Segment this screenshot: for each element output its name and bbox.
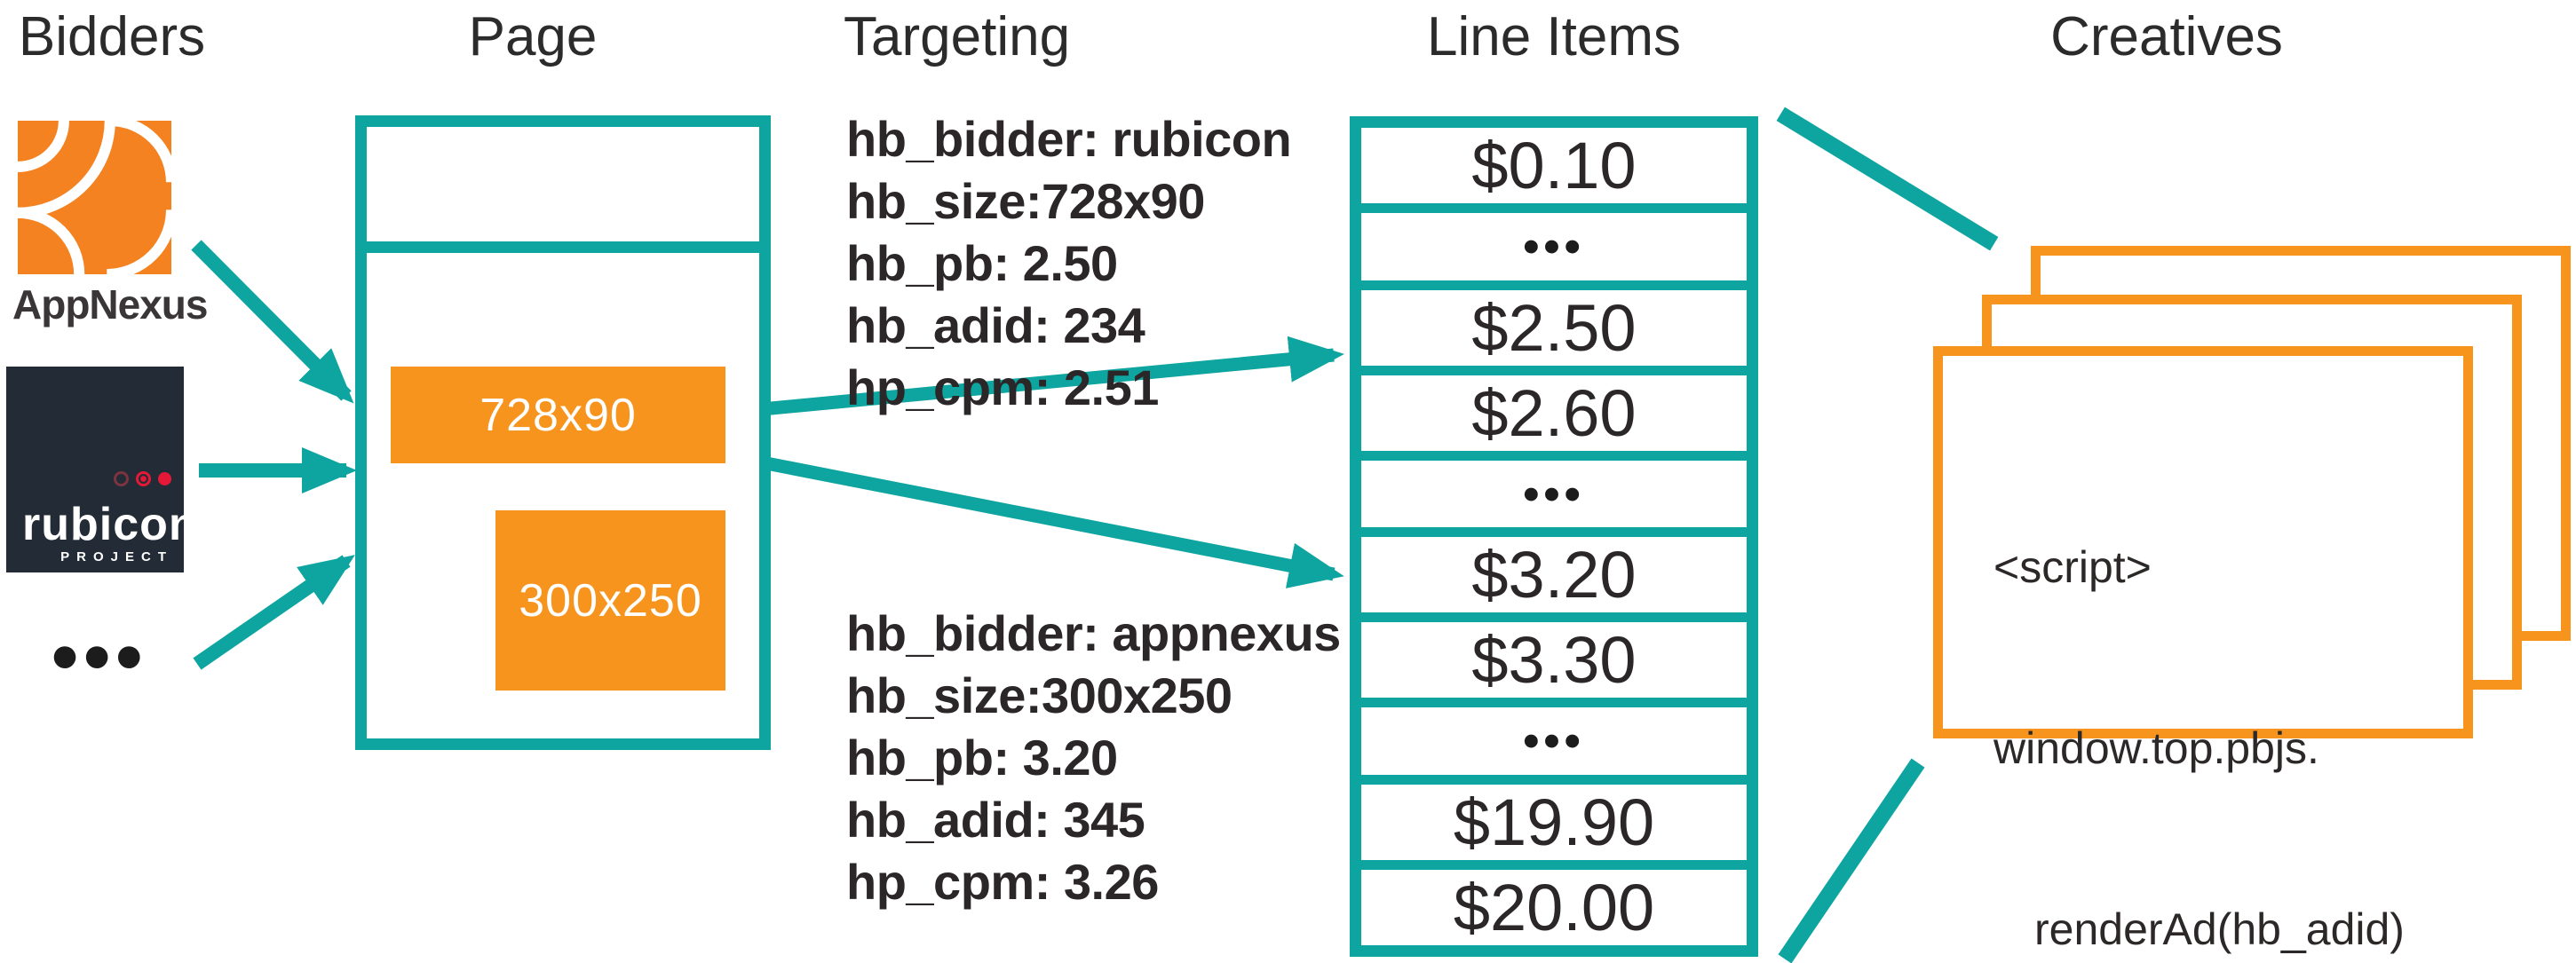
- rubicon-circle-half: [136, 471, 151, 486]
- connector-line-items-to-creatives-bottom: [1778, 758, 1925, 963]
- targeting-kv: hb_size:300x250: [846, 667, 1233, 723]
- targeting-kv: hb_pb: 3.20: [846, 730, 1118, 785]
- code-line: renderAd(hb_adid): [2034, 904, 2405, 954]
- creative-card-front: <script> window.top.pbjs. renderAd(hb_ad…: [1933, 346, 2473, 954]
- code-line: <script>: [1993, 542, 2152, 592]
- line-item-row-ellipsis: •••: [1361, 707, 1747, 776]
- appnexus-label: AppNexus: [12, 281, 208, 328]
- line-item-row: $0.10: [1361, 128, 1747, 203]
- column-header-targeting: Targeting: [844, 6, 1071, 67]
- rubicon-wordmark: rubicon®: [22, 499, 210, 550]
- rubicon-circle-outline: [114, 471, 129, 486]
- line-item-row: $3.30: [1361, 622, 1747, 699]
- targeting-block-appnexus: hb_bidder: appnexus hb_size:300x250 hb_p…: [846, 603, 1343, 913]
- rubicon-registered-mark: ®: [197, 523, 210, 538]
- appnexus-logo: [18, 120, 171, 275]
- page-header-divider: [355, 241, 771, 253]
- column-header-page: Page: [468, 6, 598, 67]
- rubicon-logo-circles: [114, 471, 171, 486]
- creative-render-script: <script> window.top.pbjs. renderAd(hb_ad…: [1993, 416, 2405, 963]
- line-item-row: $2.60: [1361, 375, 1747, 451]
- ad-slot-300x250: 300x250: [495, 510, 725, 691]
- column-header-creatives: Creatives: [2050, 6, 2283, 67]
- targeting-kv: hb_bidder: rubicon: [846, 111, 1292, 167]
- column-header-line-items: Line Items: [1426, 6, 1682, 67]
- line-item-row: $19.90: [1361, 785, 1747, 861]
- targeting-kv: hb_pb: 2.50: [846, 235, 1118, 291]
- line-items-table: $0.10 ••• $2.50 $2.60 ••• $3.20 $3.30 ••…: [1350, 116, 1758, 957]
- targeting-block-rubicon: hb_bidder: rubicon hb_size:728x90 hb_pb:…: [846, 108, 1343, 419]
- targeting-kv: hb_adid: 345: [846, 792, 1145, 848]
- line-item-row-ellipsis: •••: [1361, 460, 1747, 528]
- ad-slot-728x90: 728x90: [391, 367, 725, 463]
- arrow-more-bidders-to-page: [193, 555, 355, 670]
- rubicon-project-label: PROJECT: [60, 549, 173, 564]
- rubicon-logo: rubicon® PROJECT: [6, 367, 208, 572]
- more-bidders-ellipsis: •••: [52, 614, 148, 699]
- line-item-row-ellipsis: •••: [1361, 213, 1747, 280]
- line-item-row: $20.00: [1361, 870, 1747, 946]
- line-item-row: $2.50: [1361, 289, 1747, 366]
- code-line: window.top.pbjs.: [1993, 723, 2319, 773]
- targeting-kv: hb_size:728x90: [846, 173, 1205, 229]
- targeting-kv: hp_cpm: 3.26: [846, 854, 1159, 910]
- line-item-row: $3.20: [1361, 537, 1747, 613]
- column-header-bidders: Bidders: [18, 6, 206, 67]
- connector-line-items-to-creatives-top: [1776, 107, 1999, 251]
- rubicon-circle-solid: [158, 472, 171, 485]
- arrow-page-to-line-item-320: [760, 455, 1344, 588]
- targeting-kv: hp_cpm: 2.51: [846, 359, 1159, 415]
- arrow-appnexus-to-page: [191, 240, 354, 404]
- targeting-kv: hb_adid: 234: [846, 297, 1145, 353]
- targeting-kv: hb_bidder: appnexus: [846, 605, 1341, 661]
